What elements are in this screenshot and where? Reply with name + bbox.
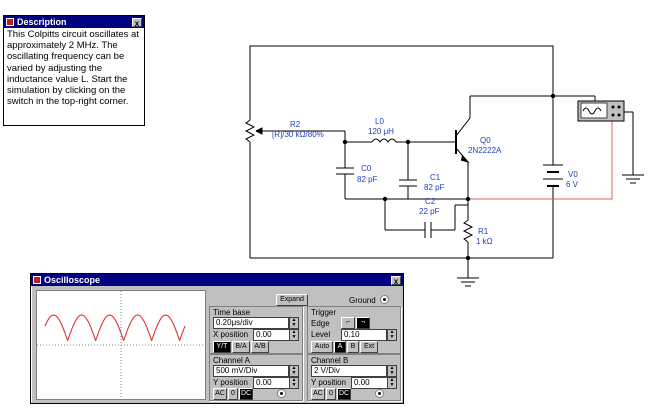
c0-name: C0 [361,164,372,173]
trigger-title: Trigger [311,308,337,317]
channel-b-scale-field[interactable]: 2 V/Div [311,365,387,377]
r1-name: R1 [478,227,489,236]
edge-label: Edge [311,319,330,328]
channel-a-scale-field[interactable]: 500 mV/Div [213,365,289,377]
rising-edge-icon[interactable]: ⌐ [341,317,355,329]
c2-value: 22 pF [419,207,440,216]
channel-b-group [307,354,401,401]
trigger-group [307,306,401,354]
r2-value: [R]/30 kΩ/80% [272,130,324,139]
channel-b-scale-spinner[interactable]: ▲▼ [387,365,397,377]
ground-terminal[interactable] [380,295,389,304]
level-field[interactable]: 0.10 [341,329,387,341]
description-title: Description [17,17,67,27]
app-icon [33,276,41,284]
scope-trace-area [37,291,205,399]
c2-name: C2 [425,197,436,206]
x-position-spinner[interactable]: ▲▼ [289,329,299,341]
description-text: This Colpitts circuit oscillates at appr… [7,29,139,108]
timebase-field[interactable]: 0.20μs/div [213,317,289,329]
timebase-spinner[interactable]: ▲▼ [289,317,299,329]
description-titlebar[interactable]: Description x [4,16,144,28]
level-spinner[interactable]: ▲▼ [387,329,397,341]
channel-a-dc-button[interactable]: DC [239,388,253,400]
expand-button[interactable]: Expand [276,294,308,306]
channel-a-title: Channel A [213,356,250,365]
oscilloscope-titlebar[interactable]: Oscilloscope x [31,274,403,286]
mode-ab-button[interactable]: A/B [251,341,269,353]
mode-yt-button[interactable]: Y/T [213,341,231,353]
trigger-a-button[interactable]: A [334,341,346,353]
r1-value: 1 kΩ [476,237,493,246]
channel-a-ac-button[interactable]: AC [213,388,227,400]
scope-trace-channel-a [44,314,186,342]
oscilloscope-window: Oscilloscope x Expand Ground Time base 0… [30,273,404,404]
channel-a-ypos-label: Y position [213,378,248,387]
channel-a-ypos-field[interactable]: 0.00 [253,377,291,389]
close-icon[interactable]: x [132,17,142,28]
scope-screen [36,290,206,400]
l0-value: 120 μH [368,127,394,136]
channel-b-ypos-label: Y position [311,378,346,387]
timebase-title: Time base [213,308,251,317]
timebase-group [209,306,303,354]
channel-b-terminal[interactable] [375,389,384,398]
r2-name: R2 [290,120,301,129]
oscilloscope-instrument-icon[interactable] [577,100,625,122]
channel-b-zero-button[interactable]: 0 [326,388,336,400]
v0-value: 6 V [566,180,579,189]
channel-b-dc-button[interactable]: DC [337,388,351,400]
trigger-auto-button[interactable]: Auto [311,341,333,353]
channel-b-ypos-spinner[interactable]: ▲▼ [387,377,397,389]
close-icon[interactable]: x [391,275,401,286]
v0-name: V0 [568,170,578,179]
q0-name: Q0 [480,136,491,145]
falling-edge-icon[interactable]: ¬ [356,317,370,329]
c1-name: C1 [430,173,441,182]
level-label: Level [311,330,331,339]
channel-b-ypos-field[interactable]: 0.00 [351,377,389,389]
description-window: Description x This Colpitts circuit osci… [3,15,145,126]
trigger-ext-button[interactable]: Ext [360,341,378,353]
channel-a-group [209,354,303,401]
oscilloscope-title: Oscilloscope [44,275,101,285]
probe-wire [468,121,613,200]
channel-a-ypos-spinner[interactable]: ▲▼ [289,377,299,389]
trigger-b-button[interactable]: B [347,341,359,353]
ground-label: Ground [349,296,376,305]
channel-a-scale-spinner[interactable]: ▲▼ [289,365,299,377]
app-icon [6,18,14,26]
mode-ba-button[interactable]: B/A [232,341,250,353]
channel-b-ac-button[interactable]: AC [311,388,325,400]
q0-value: 2N2222A [468,146,502,155]
c0-value: 82 pF [357,175,378,184]
channel-a-zero-button[interactable]: 0 [228,388,238,400]
x-position-label: X position [213,330,249,339]
channel-b-title: Channel B [311,356,349,365]
c1-value: 82 pF [424,183,445,192]
l0-name: L0 [375,117,384,126]
channel-a-terminal[interactable] [277,389,286,398]
x-position-field[interactable]: 0.00 [253,329,291,341]
